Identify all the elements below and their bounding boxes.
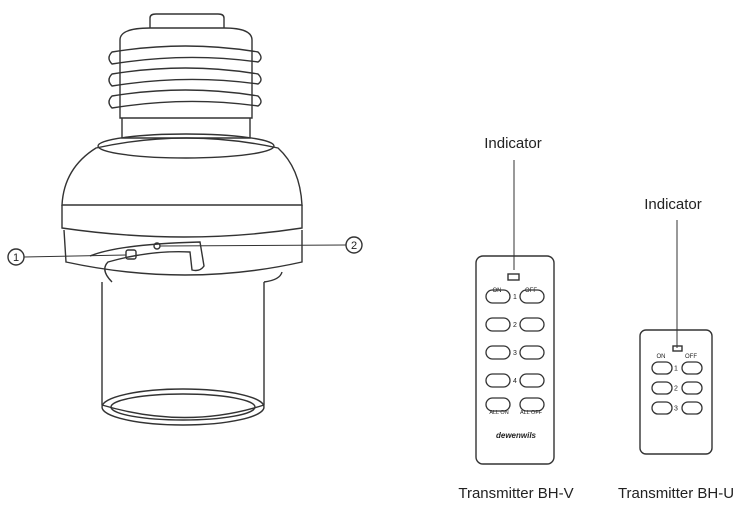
remote-u-channel-number: 3 bbox=[674, 406, 678, 413]
remote-v-off-button-1[interactable] bbox=[519, 289, 545, 304]
caption-bh-v: Transmitter BH-V bbox=[458, 485, 573, 502]
remote-u-on-button-2[interactable] bbox=[651, 381, 673, 395]
remote-u-channel-number: 1 bbox=[674, 366, 678, 373]
remote-v-channel-number: 1 bbox=[513, 294, 517, 301]
socket-cylinder bbox=[101, 282, 265, 419]
cylinder-bottom-inner bbox=[110, 393, 256, 421]
socket-dome bbox=[61, 137, 303, 206]
remote-u-row-2: 2 bbox=[651, 381, 703, 395]
remote-u-row-1: 1 bbox=[651, 361, 703, 375]
remote-v-row-2: 2 bbox=[485, 317, 545, 332]
indicator-label-u: Indicator bbox=[644, 196, 702, 213]
remote-v-button-rows: 1 2 3 4 bbox=[485, 289, 545, 412]
socket-opening bbox=[89, 241, 205, 283]
remote-u-off-button-1[interactable] bbox=[681, 361, 703, 375]
callout-1: 1 bbox=[7, 248, 127, 266]
dome-rim bbox=[97, 133, 275, 159]
remote-v-on-button-1[interactable] bbox=[485, 289, 511, 304]
remote-v-off-button-4[interactable] bbox=[519, 373, 545, 388]
remote-u-indicator-led bbox=[672, 345, 683, 352]
remote-v-row-3: 3 bbox=[485, 345, 545, 360]
caption-bh-u: Transmitter BH-U bbox=[618, 485, 734, 502]
remote-u-body bbox=[639, 329, 713, 455]
remote-v-on-button-4[interactable] bbox=[485, 373, 511, 388]
socket-lower-ring bbox=[63, 229, 303, 276]
remote-u-off-button-2[interactable] bbox=[681, 381, 703, 395]
lamp-socket-adapter: 1 2 bbox=[7, 13, 363, 426]
remote-u-off-label: OFF bbox=[685, 354, 697, 360]
indicator-light bbox=[125, 249, 137, 260]
indicator-label-v: Indicator bbox=[484, 135, 542, 152]
callout-1-label: 1 bbox=[13, 252, 19, 264]
remote-v-row-4: 4 bbox=[485, 373, 545, 388]
remote-u-button-rows: 1 2 3 bbox=[651, 361, 703, 415]
remote-u-row-3: 3 bbox=[651, 401, 703, 415]
remote-v-off-button-3[interactable] bbox=[519, 345, 545, 360]
remote-v-channel-number: 4 bbox=[513, 378, 517, 385]
remote-v-all-on-label: ALL ON bbox=[489, 410, 508, 416]
remote-v-off-label: OFF bbox=[525, 288, 537, 294]
remote-u-on-label: ON bbox=[657, 354, 666, 360]
remote-v-body bbox=[475, 255, 555, 465]
remote-u-on-button-3[interactable] bbox=[651, 401, 673, 415]
screw-base-body bbox=[119, 27, 253, 119]
socket-collar bbox=[61, 205, 303, 238]
transmitter-bh-u: Indicator ON OFF 1 2 3 Transmitter BH-U bbox=[618, 196, 734, 502]
remote-v-on-button-2[interactable] bbox=[485, 317, 511, 332]
callout-2-label: 2 bbox=[351, 240, 357, 252]
remote-v-all-on-button[interactable] bbox=[485, 397, 511, 412]
remote-v-off-button-2[interactable] bbox=[519, 317, 545, 332]
cylinder-bottom-rim bbox=[101, 388, 265, 426]
remote-v-on-label: ON bbox=[493, 288, 502, 294]
cylinder-tab bbox=[263, 271, 283, 283]
remote-v-row-1: 1 bbox=[485, 289, 545, 304]
remote-u-on-button-1[interactable] bbox=[651, 361, 673, 375]
remote-u-off-button-3[interactable] bbox=[681, 401, 703, 415]
remote-v-indicator-led bbox=[507, 273, 520, 281]
screw-threads bbox=[108, 45, 262, 109]
remote-v-all-off-label: ALL OFF bbox=[520, 410, 543, 416]
callout-2: 2 bbox=[159, 236, 363, 254]
screw-base-top bbox=[149, 13, 225, 28]
remote-u-channel-number: 2 bbox=[674, 386, 678, 393]
remote-v-on-button-3[interactable] bbox=[485, 345, 511, 360]
transmitter-bh-v: Indicator ON OFF 1 2 3 4 ALL ON ALL OFF dew… bbox=[458, 135, 573, 502]
remote-v-all-off-button[interactable] bbox=[519, 397, 545, 412]
remote-v-channel-number: 3 bbox=[513, 350, 517, 357]
remote-v-brand: dewenwils bbox=[496, 431, 537, 440]
remote-v-channel-number: 2 bbox=[513, 322, 517, 329]
